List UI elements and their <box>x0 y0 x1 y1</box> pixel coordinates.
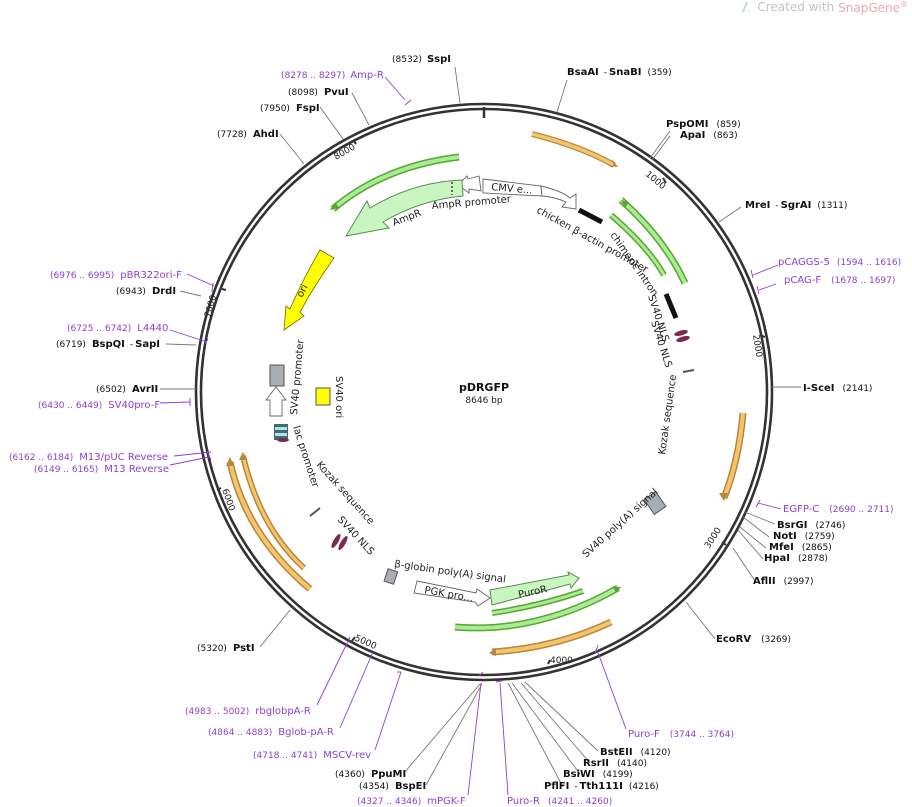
feature-sv40-ori <box>315 387 331 406</box>
site-bsaai-snabi: BsaAI-SnaBI(359) <box>567 67 672 78</box>
label-sv40-promoter: SV40 promoter <box>289 338 307 415</box>
label-chimeric-intron: chimeric intron <box>608 230 660 298</box>
site-hpai: HpaI(2878) <box>764 553 828 564</box>
feature-chicken-actin-arrow <box>540 185 577 210</box>
site-mrei-sgrai: MreI-SgrAI(1311) <box>745 200 847 211</box>
primer-pcaggs-5: pCAGGS-5(1594 .. 1616) <box>778 257 901 268</box>
label-ori: ori <box>295 283 311 300</box>
tick-4000: 4000 <box>550 656 573 666</box>
plasmid-name: pDRGFP <box>459 381 509 394</box>
primer-mscv-rev: (4718 .. 4741)MSCV-rev <box>253 750 371 761</box>
feature-lac-promoter <box>274 424 289 442</box>
site-aflii: AflII(2997) <box>753 576 814 587</box>
label-sv40-ori: SV40 ori <box>333 376 344 418</box>
snapgene-watermark: Created with SnapGene® <box>739 0 908 15</box>
primer-rbglobpa-r: (4983 .. 5002)rbglobpA-R <box>185 706 311 717</box>
site-bsiwi: BsiWI(4199) <box>563 769 633 780</box>
site-bsrgi: BsrGI(2746) <box>777 520 845 531</box>
primer-pcag-f: pCAG-F(1678 .. 1697) <box>784 275 895 286</box>
primer-sites: (8278 .. 8297)Amp-R pCAGGS-5(1594 .. 161… <box>9 70 901 807</box>
plasmid-size: 8646 bp <box>465 396 502 406</box>
feature-bglobin-box <box>383 568 399 585</box>
primer-leader-lines <box>159 76 782 796</box>
feature-kozak-mark-right <box>682 369 695 373</box>
feature-sv40-promoter-box <box>269 364 285 387</box>
primer-puro-r: Puro-R(4241 .. 4260) <box>507 796 612 807</box>
feature-ampr-promoter <box>457 175 482 194</box>
site-rsrii: RsrII(4140) <box>583 758 647 769</box>
backbone-ring <box>194 102 774 682</box>
site-apai: ApaI(863) <box>680 130 738 141</box>
site-ppumi: (4360)PpuMI <box>335 769 406 780</box>
label-lac-promoter: lac promoter <box>290 425 321 490</box>
tick-7000: 7000 <box>203 294 219 319</box>
site-ahdi: (7728)AhdI <box>217 129 279 140</box>
site-bsteii: BstEII(4120) <box>600 747 671 758</box>
feature-kozak-mark-left <box>309 507 321 517</box>
outer-feature-arcs <box>226 131 747 656</box>
site-bspei: (4354)BspEI <box>359 781 426 792</box>
site-fspi: (7950)FspI <box>260 103 320 114</box>
primer-egfp-c: EGFP-C(2690 .. 2711) <box>783 504 894 515</box>
site-leader-lines <box>160 66 801 788</box>
feature-black-bar-top <box>577 207 604 225</box>
site-avrii: (6502)AvrII <box>96 384 158 395</box>
site-i-scei: I-SceI(2141) <box>803 383 872 394</box>
snapgene-logo-icon <box>742 2 752 12</box>
nls-glyph-right <box>674 329 690 343</box>
site-bspqi-sapi: (6719)BspQI-SapI <box>56 339 160 350</box>
feature-puror <box>489 570 580 606</box>
feature-ampr <box>345 179 464 237</box>
feature-sv40-polya <box>643 490 667 516</box>
site-pflfi-tth111i: PflFI-Tth111I(4216) <box>544 781 659 792</box>
snapgene-brand: SnapGene® <box>838 0 908 15</box>
site-sspi: (8532)SspI <box>392 54 451 65</box>
feature-ori <box>283 249 335 331</box>
label-sv40-nls-right-2: SV40 NLS <box>648 320 673 370</box>
primer-puro-f: Puro-F(3744 .. 3764) <box>628 729 734 740</box>
label-cmv-enhancer: CMV e... <box>491 182 533 197</box>
site-noti: NotI(2759) <box>773 531 835 542</box>
label-kozak-right: Kozak sequence <box>657 374 679 455</box>
label-sv40-polya: SV40 poly(A) signal <box>581 487 661 561</box>
site-pvui: (8098)PvuI <box>288 87 349 98</box>
nls-glyph-left <box>331 533 348 551</box>
site-psti: (5320)PstI <box>197 643 255 654</box>
label-bglobin-polya: β-globin poly(A) signal <box>394 559 507 586</box>
primer-sv40pro-f: (6430 .. 6449)SV40pro-F <box>38 400 160 411</box>
tick-2000: 2000 <box>750 334 764 358</box>
primer-m13-reverse: (6149 .. 6165)M13 Reverse <box>34 464 169 475</box>
feature-pgk-promoter <box>413 580 491 607</box>
feature-sv40-promoter-arrow <box>265 386 287 417</box>
primer-bglob-pa-r: (4864 .. 4883)Bglob-pA-R <box>208 727 334 738</box>
created-with-text: Created with <box>757 0 835 14</box>
site-mfei: MfeI(2865) <box>769 542 832 553</box>
site-drdi: (6943)DrdI <box>116 286 176 297</box>
feature-black-bar-right <box>663 293 679 319</box>
restriction-sites: (8532)SspI BsaAI-SnaBI(359) PspOMI(859) … <box>56 54 872 792</box>
primer-mpgk-f: (4327 .. 4346)mPGK-F <box>357 796 466 807</box>
primer-pbr322ori-f: (6976 .. 6995)pBR322ori-F <box>50 270 182 281</box>
feature-green-right-outer <box>618 197 689 285</box>
primer-amp-r: (8278 .. 8297)Amp-R <box>281 70 384 81</box>
primer-l4440: (6725 .. 6742)L4440 <box>67 323 168 334</box>
site-pspomi: PspOMI(859) <box>666 119 741 130</box>
primer-m13-puc-reverse: (6162 .. 6184)M13/pUC Reverse <box>9 452 168 463</box>
site-ecorv: EcoRV(3269) <box>716 634 791 645</box>
